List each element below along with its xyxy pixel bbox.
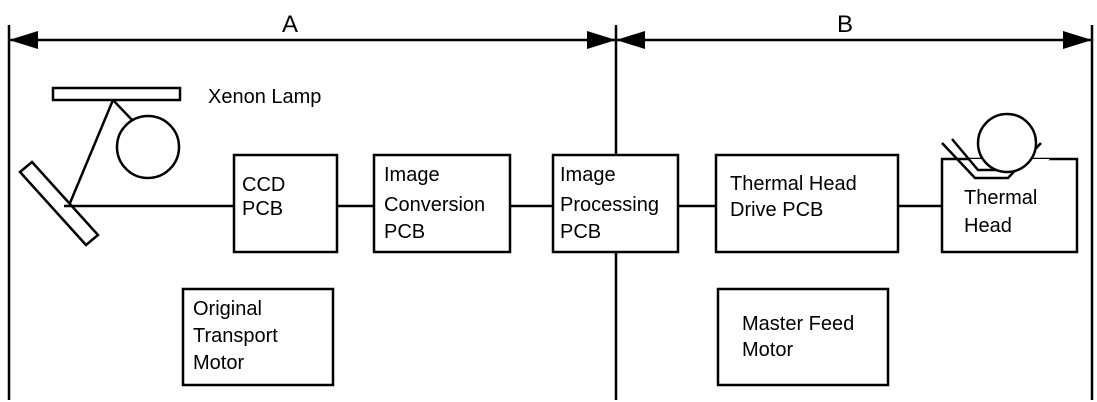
thermal-head-block: Thermal Head [940,112,1079,254]
platen-roller [976,112,1038,174]
image-processing-line3: PCB [560,221,601,243]
optics-assembly: Xenon Lamp [18,86,321,247]
thermal-head-line2: Head [964,215,1012,237]
original-transport-line2: Transport [193,325,278,347]
image-conversion-line3: PCB [384,221,425,243]
image-processing-line1: Image [560,164,616,186]
xenon-lamp-bulb [115,114,181,180]
image-processing-line2: Processing [560,194,659,216]
mirror [18,160,100,247]
xenon-lamp-label: Xenon Lamp [208,86,321,108]
thermal-head-drive-pcb-block: Thermal Head Drive PCB [714,153,900,254]
arrowhead-right-a [587,31,616,49]
thermal-head-drive-line1: Thermal Head [730,173,857,195]
section-a-dimension: A [9,11,616,49]
original-transport-line1: Original [193,298,262,320]
original-transport-line3: Motor [193,352,244,374]
lamp-reflector [51,86,182,102]
master-feed-motor-block: Master Feed Motor [716,287,890,387]
image-processing-pcb-block: Image Processing PCB [551,153,680,254]
image-conversion-pcb-block: Image Conversion PCB [372,153,512,254]
image-conversion-line2: Conversion [384,194,485,216]
arrowhead-left-b [616,31,645,49]
image-conversion-line1: Image [384,164,440,186]
original-transport-motor-block: Original Transport Motor [181,287,335,387]
arrowhead-left-a [9,31,38,49]
master-feed-line2: Motor [742,339,793,361]
master-feed-line1: Master Feed [742,313,854,335]
lamp-bracket-line [112,99,134,122]
thermal-head-drive-line2: Drive PCB [730,199,823,221]
ccd-pcb-line1: CCD [242,174,285,196]
section-b-dimension: B [616,11,1092,49]
ccd-pcb-block: CCD PCB [232,153,339,254]
ccd-pcb-line2: PCB [242,198,283,220]
arrowhead-right-b [1063,31,1092,49]
light-path-line [68,99,115,204]
section-a-label: A [282,11,298,38]
thermal-head-line1: Thermal [964,187,1037,209]
section-b-label: B [837,11,853,38]
